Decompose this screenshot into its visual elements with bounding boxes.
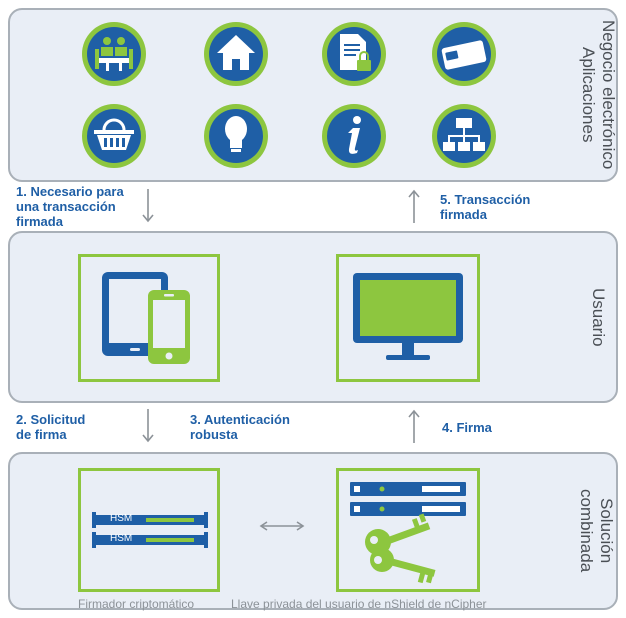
- credit-card-icon: [432, 22, 496, 86]
- step-1-arrow: [142, 189, 154, 223]
- business-applications-label: Negocio electrónico Aplicaciones: [579, 20, 618, 170]
- nshield-server-keys-icon: [350, 482, 466, 584]
- hsm-unit-1: HSM: [92, 512, 208, 528]
- home-icon: [204, 22, 268, 86]
- bidirectional-arrow: [259, 521, 305, 531]
- secure-document-icon: [322, 22, 386, 86]
- crypto-signer-caption: Firmador criptomático: [78, 597, 195, 611]
- network-icon: [432, 104, 496, 168]
- combined-solution-label: Solución combinada: [577, 489, 616, 573]
- step-4-label: 4. Firma: [442, 420, 492, 435]
- step-5-label: 5. Transacción firmada: [440, 192, 531, 222]
- hsm-unit-2: HSM: [92, 532, 208, 548]
- hsm-label-1: HSM: [110, 513, 133, 524]
- information-icon: [322, 104, 386, 168]
- step-5-arrow: [408, 189, 420, 223]
- desktop-monitor-icon: [353, 273, 463, 360]
- step-2-label: 2. Solicitud de firma: [16, 412, 86, 442]
- step-3-label: 3. Autenticación robusta: [190, 412, 290, 442]
- light-bulb-icon: [204, 104, 268, 168]
- step-4-arrow: [408, 409, 420, 443]
- meeting-icon: [82, 22, 146, 86]
- step-2-arrow: [142, 409, 154, 443]
- shopping-basket-icon: [82, 104, 146, 168]
- tablet-phone-icon: [102, 272, 190, 364]
- user-label: Usuario: [589, 287, 608, 347]
- hsm-label-2: HSM: [110, 533, 133, 544]
- crypto-signer-box: [78, 468, 220, 592]
- nshield-key-caption: Llave privada del usuario de nShield de …: [231, 597, 487, 611]
- step-1-label: 1. Necesario para una transacción firmad…: [16, 184, 124, 229]
